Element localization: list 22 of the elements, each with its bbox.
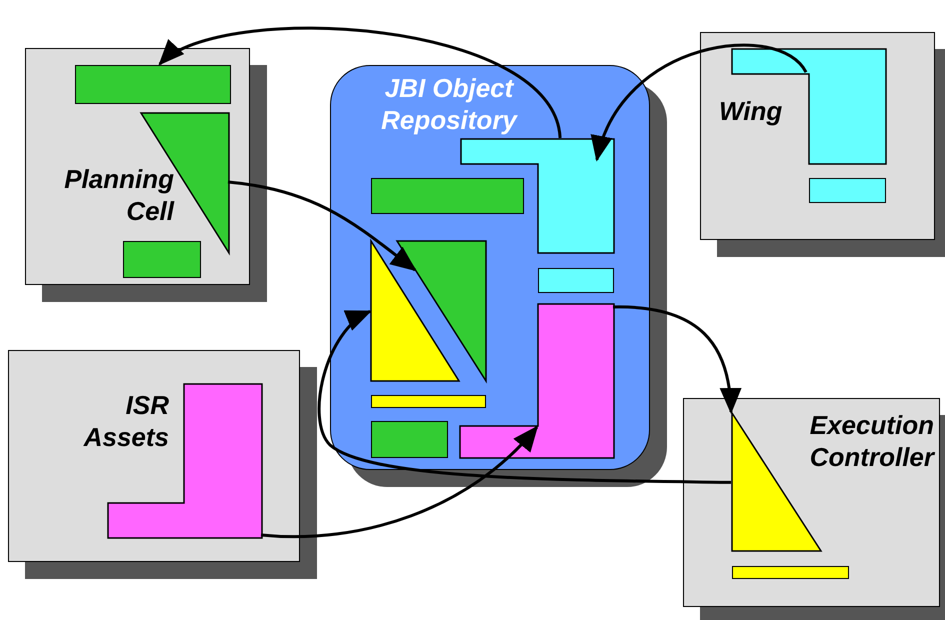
- curved-arrow: [158, 27, 562, 138]
- data-bar: [75, 65, 231, 104]
- curved-arrow: [260, 426, 538, 538]
- data-l-shape: [461, 139, 614, 253]
- curved-arrow: [318, 310, 732, 484]
- data-bar: [732, 566, 849, 579]
- panel-title: Planning Cell: [63, 163, 174, 227]
- data-bar: [809, 178, 886, 203]
- data-bar: [371, 421, 448, 458]
- panel-title: JBI Object Repository: [380, 72, 519, 136]
- panel-title: ISR Assets: [82, 389, 169, 453]
- data-bar: [123, 241, 201, 278]
- data-bar: [371, 395, 486, 408]
- panel-title: Wing: [719, 95, 784, 127]
- data-triangle: [397, 241, 486, 381]
- data-l-shape: [460, 304, 614, 458]
- data-bar: [538, 268, 614, 293]
- curved-arrow: [593, 44, 808, 162]
- data-triangle: [371, 241, 459, 381]
- data-bar: [371, 178, 524, 214]
- panel-title: Execution Controller: [808, 409, 934, 473]
- curved-arrow: [612, 306, 741, 414]
